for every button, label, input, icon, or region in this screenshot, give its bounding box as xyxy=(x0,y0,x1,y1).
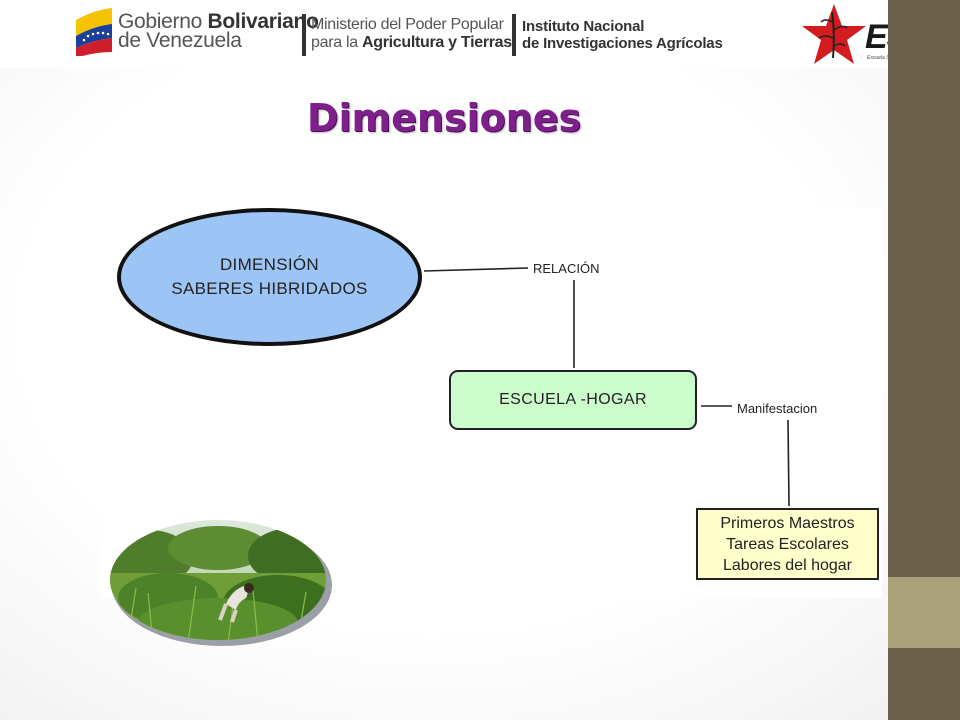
sidebar-accent-block xyxy=(888,577,960,648)
gobierno-logo-text: Gobierno Bolivariano de Venezuela xyxy=(118,10,319,52)
manifestation-item: Primeros Maestros xyxy=(720,515,855,532)
connector-manifest-yellow xyxy=(787,419,790,507)
ellipse-line: SABERES HIBRIDADOS xyxy=(171,279,368,298)
relation-label: RELACIÓN xyxy=(533,261,600,276)
ministerio-logo-text: Ministerio del Poder Popular para la Agr… xyxy=(311,16,512,51)
manifest-label: Manifestacion xyxy=(737,401,818,416)
ellipse-line: DIMENSIÓN xyxy=(219,255,320,274)
venezuela-flag-icon xyxy=(76,8,112,56)
instituto-logo-text: Instituto Nacional de Investigaciones Ag… xyxy=(522,18,723,52)
field-worker-photo-icon xyxy=(110,520,332,646)
dimension-ellipse: DIMENSIÓN SABERES HIBRIDADOS xyxy=(117,208,422,346)
slide-title: Dimensiones xyxy=(306,96,582,140)
logo-divider xyxy=(512,14,516,56)
manifestation-item: Tareas Escolares xyxy=(726,536,849,553)
field-photo xyxy=(108,518,338,648)
manifestations-box: Primeros Maestros Tareas Escolares Labor… xyxy=(696,508,879,580)
logo-divider xyxy=(302,14,306,56)
connector-ellipse-relacion xyxy=(423,267,529,272)
header-logos: Gobierno Bolivariano de Venezuela Minist… xyxy=(0,0,888,68)
escuela-hogar-box: ESCUELA -HOGAR xyxy=(449,370,697,430)
red-star-icon xyxy=(802,4,866,64)
manifestation-item: Labores del hogar xyxy=(723,557,852,574)
